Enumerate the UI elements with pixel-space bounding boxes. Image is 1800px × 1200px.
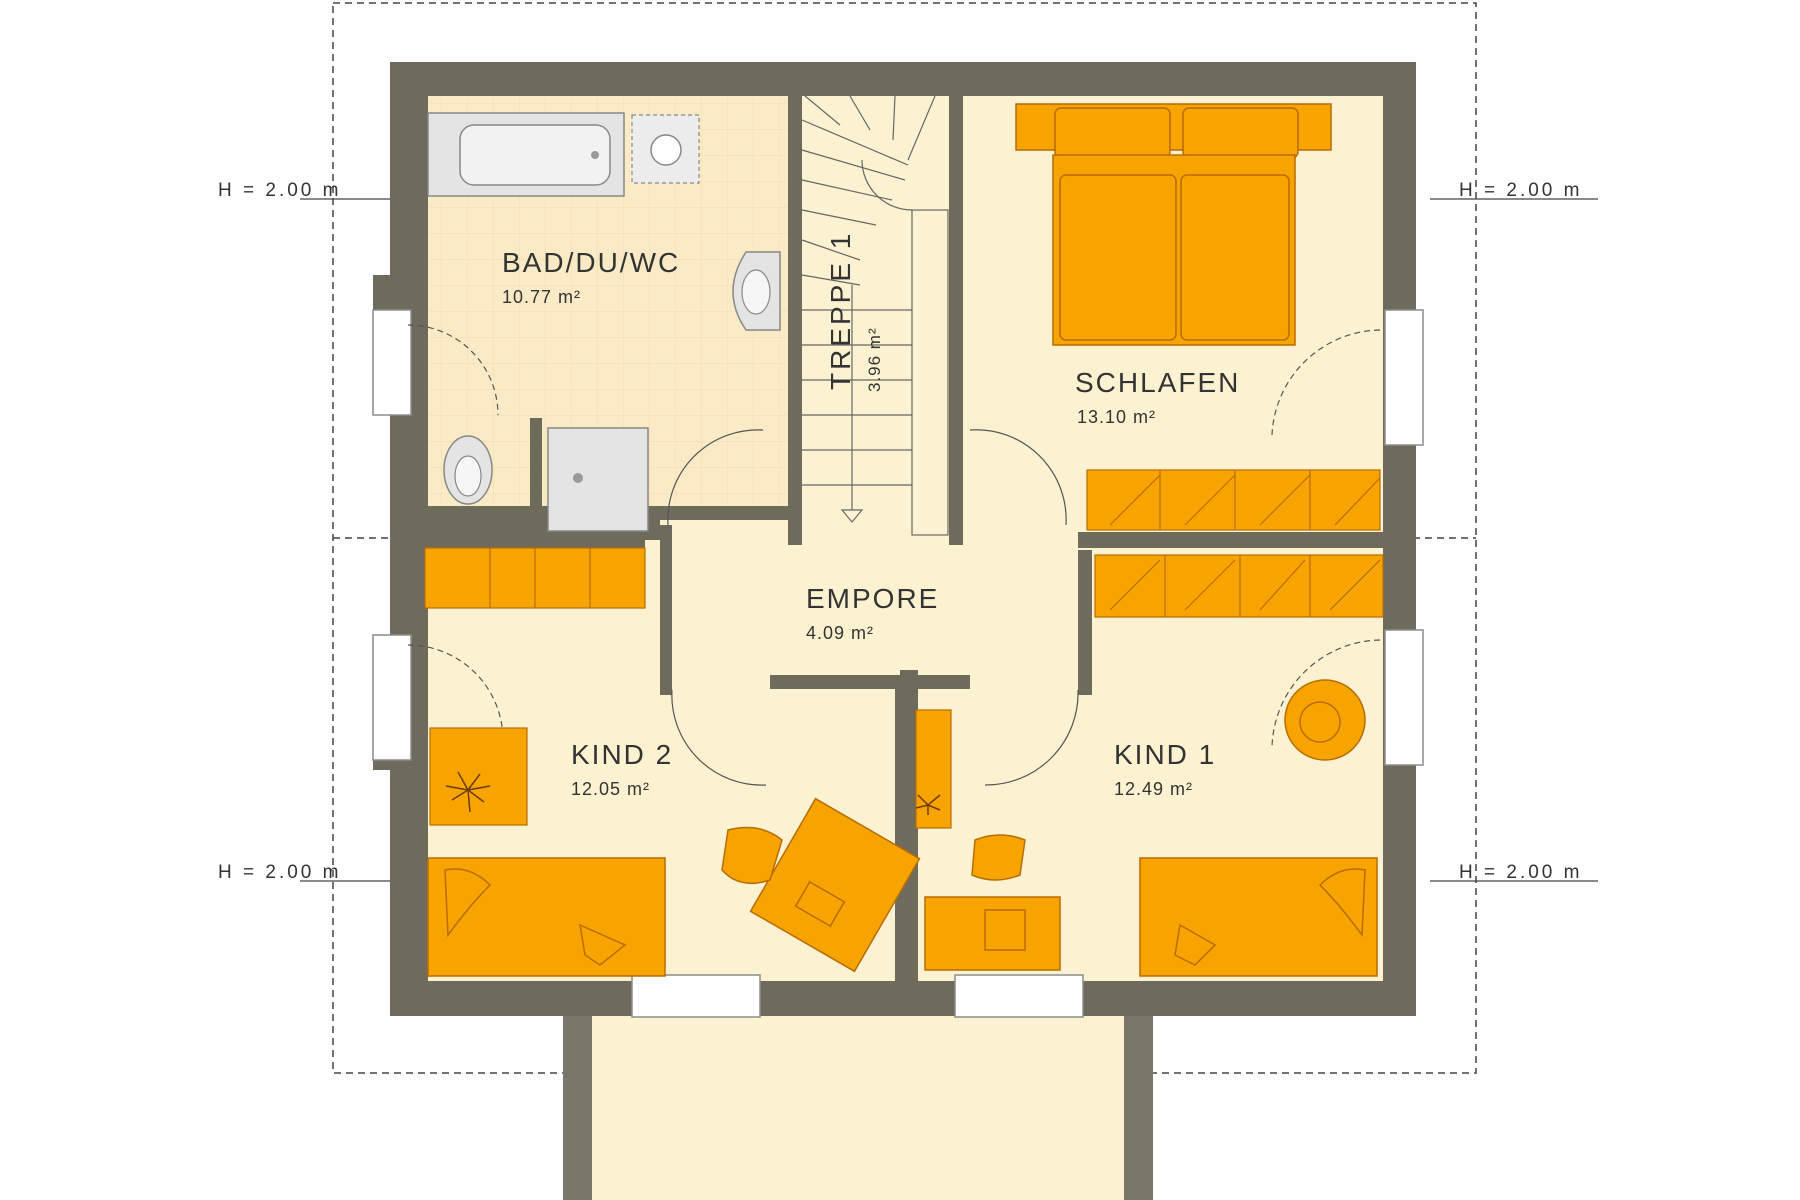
chair-child1-icon xyxy=(971,834,1026,881)
wardrobe-icon xyxy=(1086,469,1381,531)
child1-name: KIND 1 xyxy=(1114,739,1216,770)
window-child1-side xyxy=(1384,629,1424,766)
armchair-icon xyxy=(1284,679,1366,761)
washbasin-icon xyxy=(631,114,700,184)
bath-room-area: 10.77 m² xyxy=(502,287,581,307)
shelf-child1 xyxy=(915,709,952,829)
height-label: H = 2.00 m xyxy=(218,862,341,883)
plant-icon xyxy=(445,771,491,813)
child1-area: 12.49 m² xyxy=(1114,779,1193,799)
plant-child1-icon xyxy=(915,794,941,815)
window-bedroom xyxy=(1384,309,1424,446)
height-label: H = 2.00 m xyxy=(1459,862,1582,883)
height-marker-bottom-right: H = 2.00 m xyxy=(1430,862,1598,883)
height-marker-bottom-left: H = 2.00 m xyxy=(218,862,390,883)
gallery-area: 4.09 m² xyxy=(806,623,874,643)
window-child1-balcony xyxy=(954,974,1084,1018)
bathtub-icon xyxy=(427,112,625,197)
daybed-icon xyxy=(427,857,666,977)
toilet-icon xyxy=(443,435,493,505)
double-bed-icon xyxy=(1015,103,1332,346)
office-chair-icon xyxy=(721,826,783,885)
stairs-area: 3.96 m² xyxy=(865,327,884,392)
bedroom-area: 13.10 m² xyxy=(1077,407,1156,427)
child2-name: KIND 2 xyxy=(571,739,673,770)
bedroom-name: SCHLAFEN xyxy=(1075,367,1240,398)
balcony xyxy=(563,1015,1153,1200)
height-marker-top-right: H = 2.00 m xyxy=(1430,180,1598,201)
shower-tray-icon xyxy=(547,427,649,532)
daybed-child1-icon xyxy=(1139,857,1378,977)
height-label: H = 2.00 m xyxy=(218,180,341,201)
stairs-name: TREPPE 1 xyxy=(825,231,856,390)
window-child2-side xyxy=(372,634,412,761)
height-marker-top-left: H = 2.00 m xyxy=(218,180,390,201)
sink-icon xyxy=(732,251,781,331)
gallery-name: EMPORE xyxy=(806,583,939,614)
wardrobe-child1 xyxy=(1094,554,1384,618)
window-bath xyxy=(372,309,412,416)
desk-child1-icon xyxy=(924,896,1061,971)
wardrobe-child2 xyxy=(424,547,646,609)
doors xyxy=(407,324,1381,786)
staircase xyxy=(801,95,949,536)
window-child2-balcony xyxy=(631,974,761,1018)
bath-room-name: BAD/DU/WC xyxy=(502,247,680,278)
child2-area: 12.05 m² xyxy=(571,779,650,799)
desk-icon xyxy=(749,797,921,973)
windows xyxy=(372,309,1424,1018)
height-label: H = 2.00 m xyxy=(1459,180,1582,201)
